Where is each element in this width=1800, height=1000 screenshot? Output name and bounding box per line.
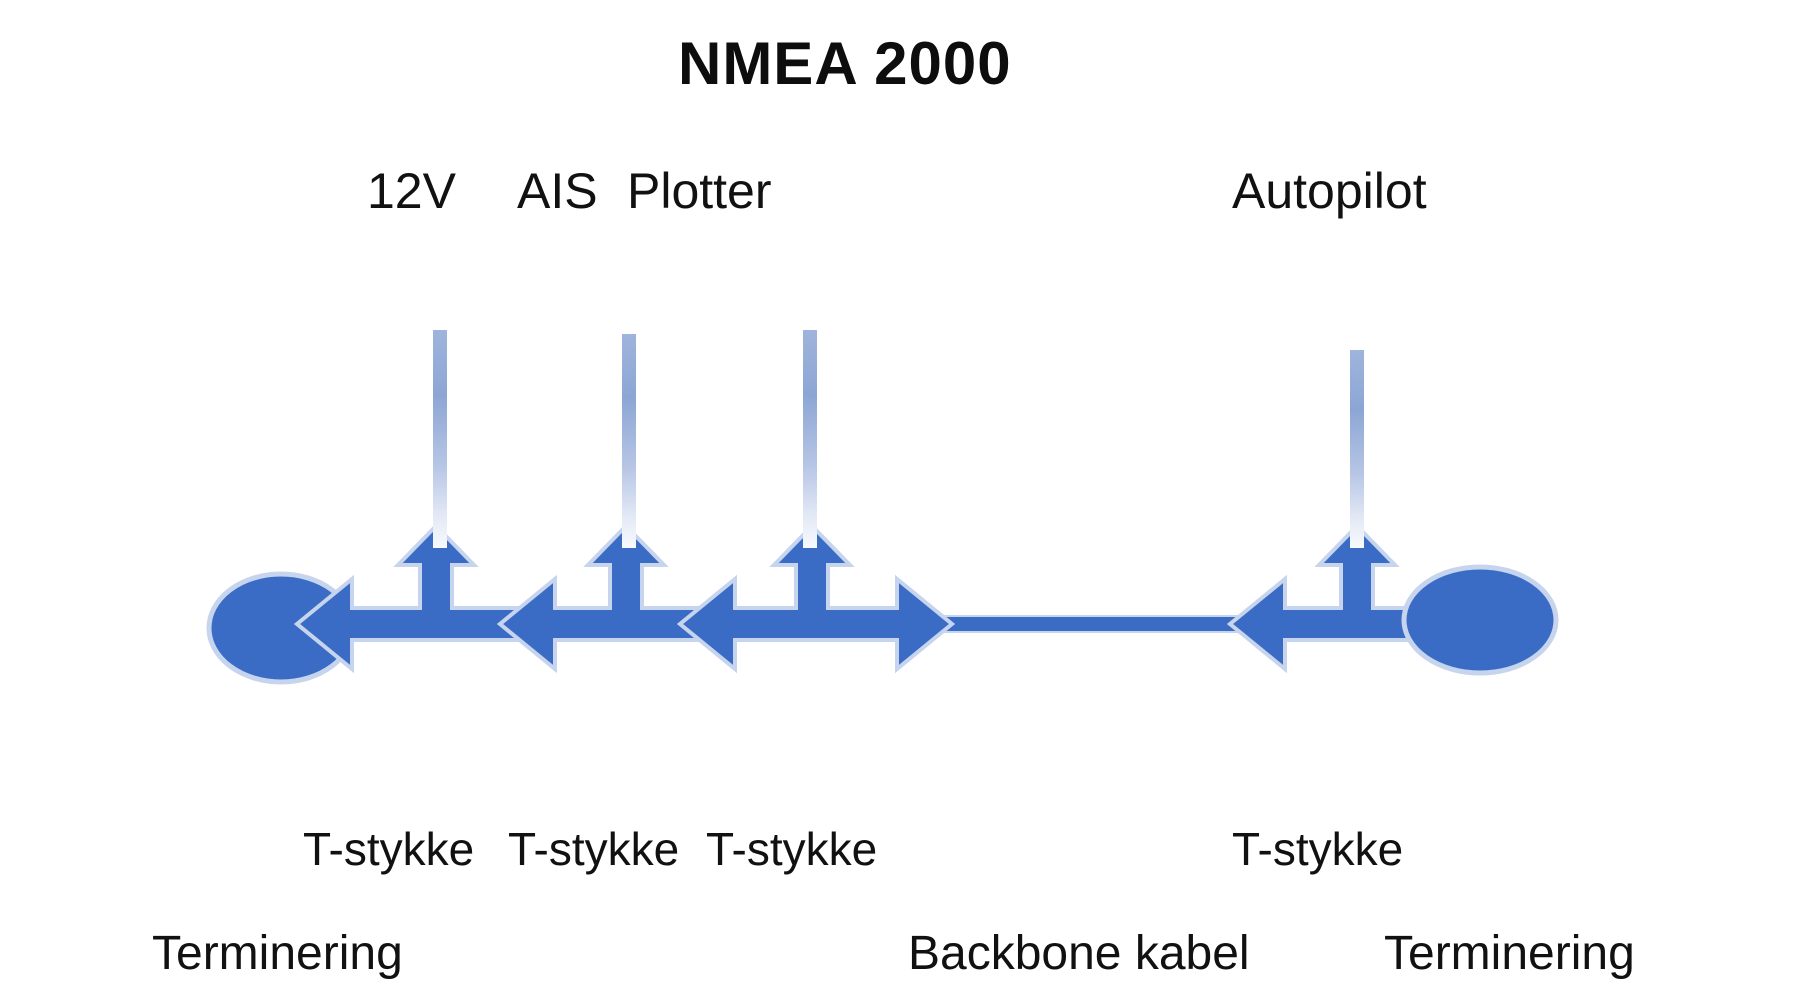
backbone-cable-line	[943, 615, 1241, 633]
terminator-right-shape	[1401, 564, 1559, 676]
drop-cable-12v	[433, 330, 447, 548]
drop-cable-plotter	[803, 330, 817, 548]
t-connector-12v-shape	[293, 523, 550, 674]
t-connector-ais-shape	[496, 523, 732, 674]
device-label-ais: AIS	[517, 163, 598, 219]
drop-cable-autopilot	[1350, 350, 1364, 548]
backbone-cable-label: Backbone kabel	[908, 927, 1250, 980]
termination-label-left: Terminering	[152, 927, 403, 980]
tee-label-2: T-stykke	[508, 823, 680, 875]
device-label-autopilot: Autopilot	[1232, 163, 1427, 219]
device-label-plotter: Plotter	[627, 163, 772, 219]
drop-cable-ais	[622, 334, 636, 548]
tee-label-3: T-stykke	[706, 823, 878, 875]
t-connector-autopilot-shape	[1226, 523, 1427, 674]
termination-label-right: Terminering	[1384, 927, 1635, 980]
device-label-12v: 12V	[367, 163, 456, 219]
t-connector-plotter-shape	[676, 523, 956, 674]
tee-label-1: T-stykke	[303, 823, 475, 875]
tee-label-4: T-stykke	[1232, 823, 1404, 875]
diagram-title: NMEA 2000	[678, 30, 1012, 97]
